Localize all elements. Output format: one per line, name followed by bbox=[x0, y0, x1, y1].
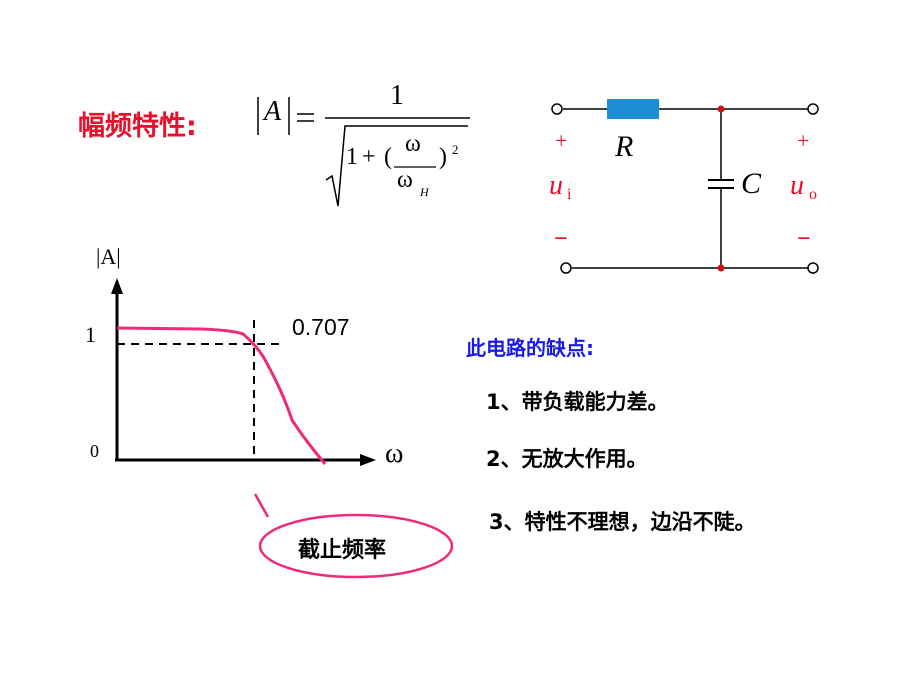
resistor bbox=[607, 99, 659, 119]
y-axis-arrow bbox=[111, 278, 123, 294]
terminal-out-bottom bbox=[807, 262, 819, 274]
tick-one: 1 bbox=[85, 322, 96, 347]
terminal-in-bottom bbox=[560, 262, 572, 274]
callout-ellipse bbox=[258, 513, 454, 579]
formula-rparen: ) bbox=[439, 144, 447, 170]
formula-omega: ω bbox=[405, 131, 421, 157]
level-0707-label: 0.707 bbox=[292, 314, 350, 340]
cutoff-frequency-callout: 截止频率 bbox=[298, 538, 387, 563]
node-top bbox=[717, 105, 725, 113]
x-axis-arrow bbox=[360, 454, 376, 466]
input-minus: − bbox=[554, 226, 568, 252]
response-curve bbox=[116, 326, 327, 465]
terminal-in-top bbox=[551, 103, 563, 115]
output-voltage-u: u bbox=[790, 170, 804, 201]
disadvantage-item-2: 2、无放大作用。 bbox=[486, 447, 648, 471]
input-voltage-sub: i bbox=[567, 186, 572, 203]
origin-label: 0 bbox=[90, 441, 99, 461]
formula-plus: + bbox=[362, 144, 376, 170]
disadvantages-heading: 此电路的缺点: bbox=[466, 336, 594, 360]
input-plus: + bbox=[555, 128, 568, 153]
terminal-out-top bbox=[807, 103, 819, 115]
formula-exponent: 2 bbox=[452, 142, 459, 157]
output-voltage-sub: o bbox=[809, 186, 817, 203]
y-axis-label: |A| bbox=[96, 244, 121, 269]
formula-numerator: 1 bbox=[390, 80, 404, 111]
output-plus: + bbox=[797, 128, 810, 153]
x-axis-label: ω bbox=[385, 438, 404, 469]
node-bottom bbox=[717, 264, 725, 272]
title-amplitude-frequency: 幅频特性: bbox=[78, 111, 197, 142]
formula-lparen: ( bbox=[384, 144, 392, 170]
callout-pointer bbox=[253, 493, 270, 518]
formula-h-subscript: H bbox=[420, 185, 429, 199]
output-minus: − bbox=[797, 226, 811, 252]
input-voltage-u: u bbox=[549, 170, 563, 201]
formula-lhs-a: A bbox=[264, 96, 282, 127]
formula-one: 1 bbox=[346, 144, 358, 170]
radical-sign bbox=[325, 125, 468, 207]
disadvantage-item-1: 1、带负载能力差。 bbox=[486, 390, 669, 414]
formula-omega-h: ω bbox=[397, 167, 413, 193]
disadvantage-item-3: 3、特性不理想，边沿不陡。 bbox=[489, 510, 756, 534]
resistor-label: R bbox=[615, 130, 634, 163]
capacitor-label: C bbox=[741, 167, 762, 200]
